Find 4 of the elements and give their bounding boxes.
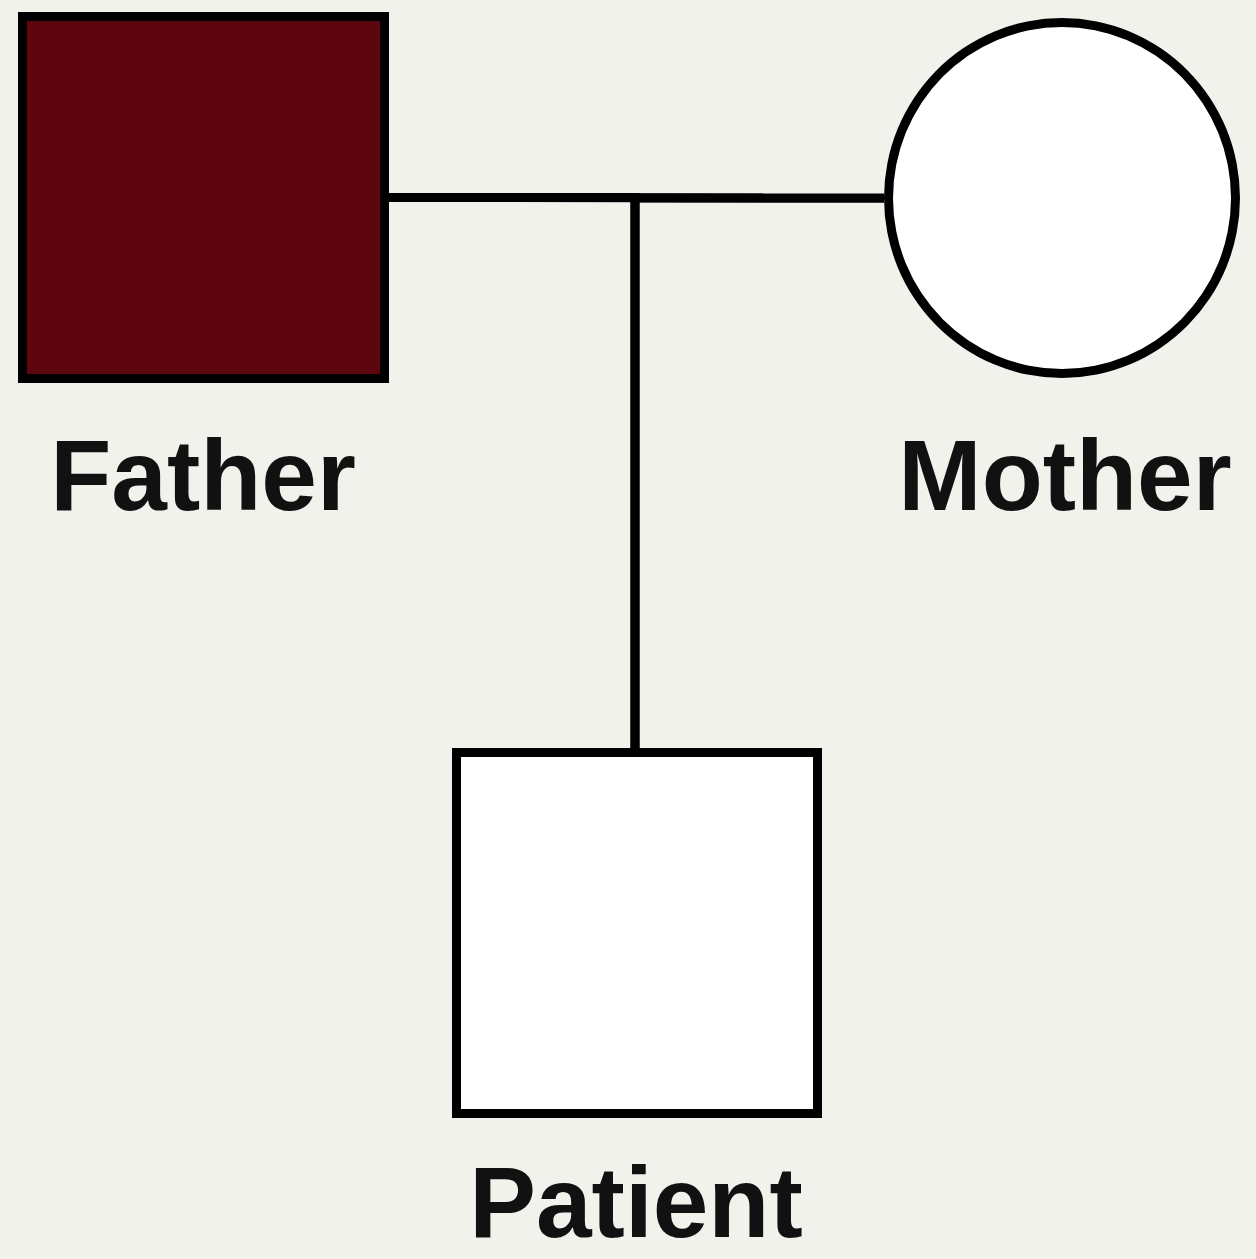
- pedigree-line: [630, 193, 884, 748]
- person-label: Mother: [898, 425, 1232, 525]
- person-label: Father: [50, 425, 356, 525]
- person-label: Patient: [469, 1152, 803, 1252]
